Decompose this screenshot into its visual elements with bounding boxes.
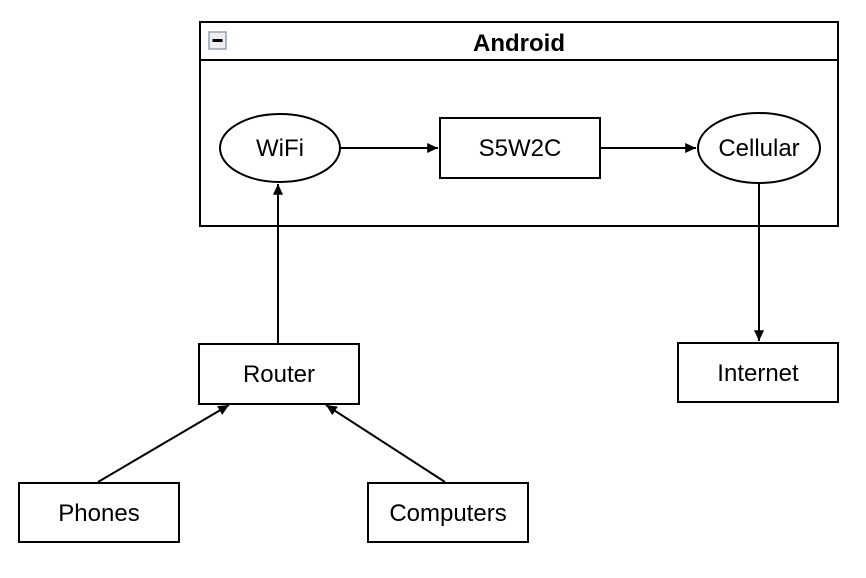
node-s5w2c-label: S5W2C <box>479 135 562 162</box>
node-computers[interactable]: Computers <box>367 482 529 543</box>
node-wifi[interactable]: WiFi <box>219 113 341 183</box>
edge-computers-router[interactable] <box>325 404 446 483</box>
node-cellular[interactable]: Cellular <box>697 112 821 184</box>
node-router-label: Router <box>243 361 315 388</box>
node-router[interactable]: Router <box>198 343 360 405</box>
collapse-button[interactable] <box>208 31 227 50</box>
node-computers-label: Computers <box>389 500 506 527</box>
node-internet-label: Internet <box>717 360 799 387</box>
node-s5w2c[interactable]: S5W2C <box>439 117 601 179</box>
edges-layer <box>97 142 765 483</box>
node-phones-label: Phones <box>58 500 139 527</box>
node-phones[interactable]: Phones <box>18 482 180 543</box>
edge-phones-router[interactable] <box>97 404 230 483</box>
container-android-title: Android <box>473 30 565 57</box>
node-wifi-label: WiFi <box>256 135 304 162</box>
node-internet[interactable]: Internet <box>677 342 839 403</box>
node-cellular-label: Cellular <box>718 135 799 162</box>
